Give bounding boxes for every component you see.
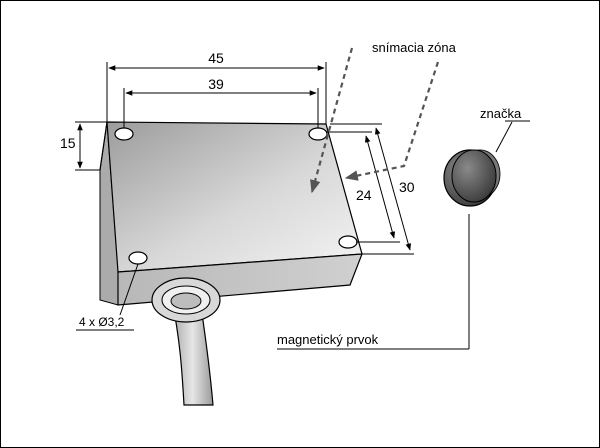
mounting-hole [338,235,358,249]
sensing-zone-arrow [310,47,354,194]
cable [151,277,221,406]
sensor-body [99,121,363,306]
mounting-hole [308,127,328,141]
holes-label: 4 x Ø3,2 [79,315,125,329]
dimension-label-45: 45 [208,50,224,66]
sensing-zone-label: snímacia zóna [372,40,457,55]
magnetic-element-label: magnetický prvok [277,332,379,347]
dimension-39: 39 [123,76,319,128]
dimension-label-15: 15 [60,135,76,151]
mark-label: značka [480,106,522,121]
mark-leader-line [495,121,513,153]
sensing-zone-arrow [344,61,440,181]
dimension-45: 45 [106,50,327,124]
dimension-label-39: 39 [208,76,224,92]
dimension-label-24: 24 [356,187,372,203]
dimension-30: 30 [330,123,415,255]
magnet-element [443,149,501,207]
dimension-15: 15 [60,121,107,171]
holes-leader [119,263,139,316]
dimension-label-30: 30 [399,179,415,195]
sensor-top-face [106,121,363,273]
mounting-hole [114,127,134,141]
mounting-hole [128,251,148,265]
